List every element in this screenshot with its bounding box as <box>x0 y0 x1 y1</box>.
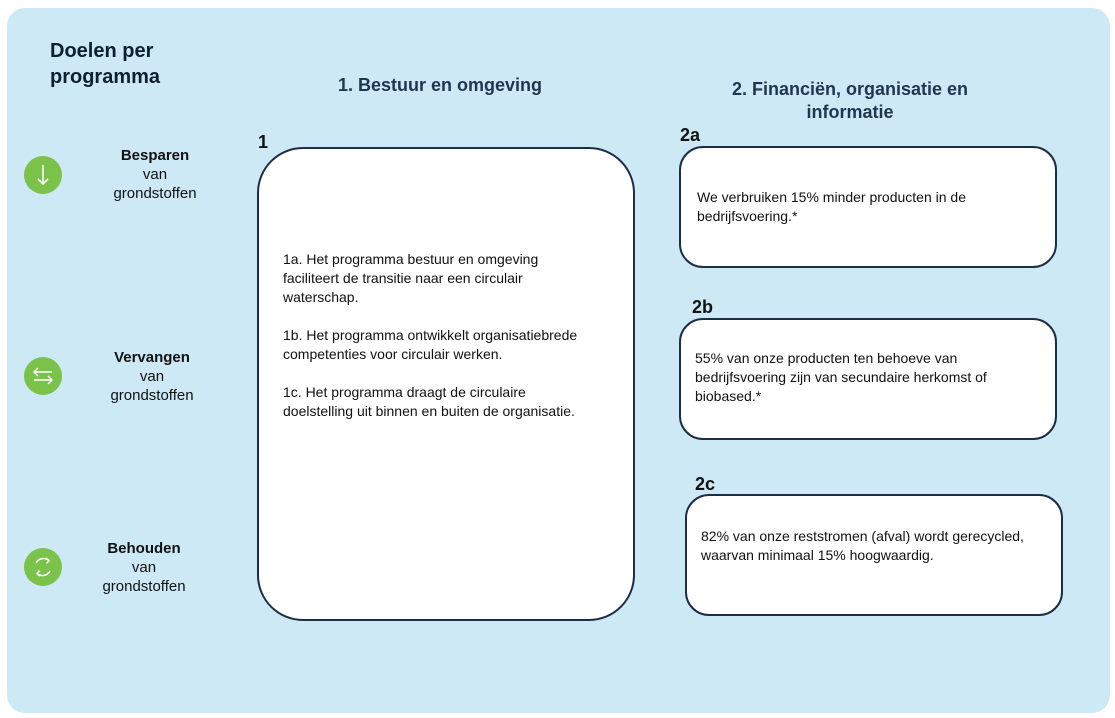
program1-goal-1a: 1a. Het programma bestuur en omgeving fa… <box>283 251 539 305</box>
box-2c-text: 82% van onze reststromen (afval) wordt g… <box>701 528 1024 563</box>
box-2b-number: 2b <box>692 297 714 317</box>
goal-line2: grondstoffen <box>102 578 186 595</box>
program2-heading: 2. Financiën, organisatie en informatie <box>731 79 969 122</box>
arrow-down-icon <box>24 156 62 194</box>
sidebar-title: Doelen per programma <box>50 40 161 88</box>
goal-besparen: Besparen van grondstoffen <box>100 146 210 203</box>
goal-title: Vervangen <box>114 349 190 366</box>
program1-heading: 1. Bestuur en omgeving <box>337 75 543 95</box>
swap-arrows-icon <box>24 357 62 395</box>
box-2a: We verbruiken 15% minder producten in de… <box>679 146 1057 268</box>
goal-line2: grondstoffen <box>110 387 194 404</box>
program1-goal-1c: 1c. Het programma draagt de circulaire d… <box>283 384 575 419</box>
goal-title: Behouden <box>107 540 181 557</box>
goal-line1: van <box>131 559 157 576</box>
box-2c-number: 2c <box>695 474 716 494</box>
program1-text: 1a. Het programma bestuur en omgeving fa… <box>283 250 583 421</box>
program1-goal-1b: 1b. Het programma ontwikkelt organisatie… <box>283 327 578 362</box>
goal-line1: van <box>139 368 165 385</box>
goal-title: Besparen <box>120 147 190 164</box>
box-2b: 55% van onze producten ten behoeve van b… <box>679 318 1057 440</box>
box-2a-text: We verbruiken 15% minder producten in de… <box>697 189 967 224</box>
goal-vervangen: Vervangen van grondstoffen <box>97 348 207 405</box>
goal-line1: van <box>142 166 168 183</box>
box-2b-text: 55% van onze producten ten behoeve van b… <box>695 350 987 404</box>
program1-number: 1 <box>258 132 269 152</box>
box-2c: 82% van onze reststromen (afval) wordt g… <box>685 494 1063 616</box>
cycle-arrows-icon <box>24 548 62 586</box>
goal-line2: grondstoffen <box>113 185 197 202</box>
box-2a-number: 2a <box>680 125 701 145</box>
goal-behouden: Behouden van grondstoffen <box>89 539 199 596</box>
program1-box: 1a. Het programma bestuur en omgeving fa… <box>257 147 635 621</box>
